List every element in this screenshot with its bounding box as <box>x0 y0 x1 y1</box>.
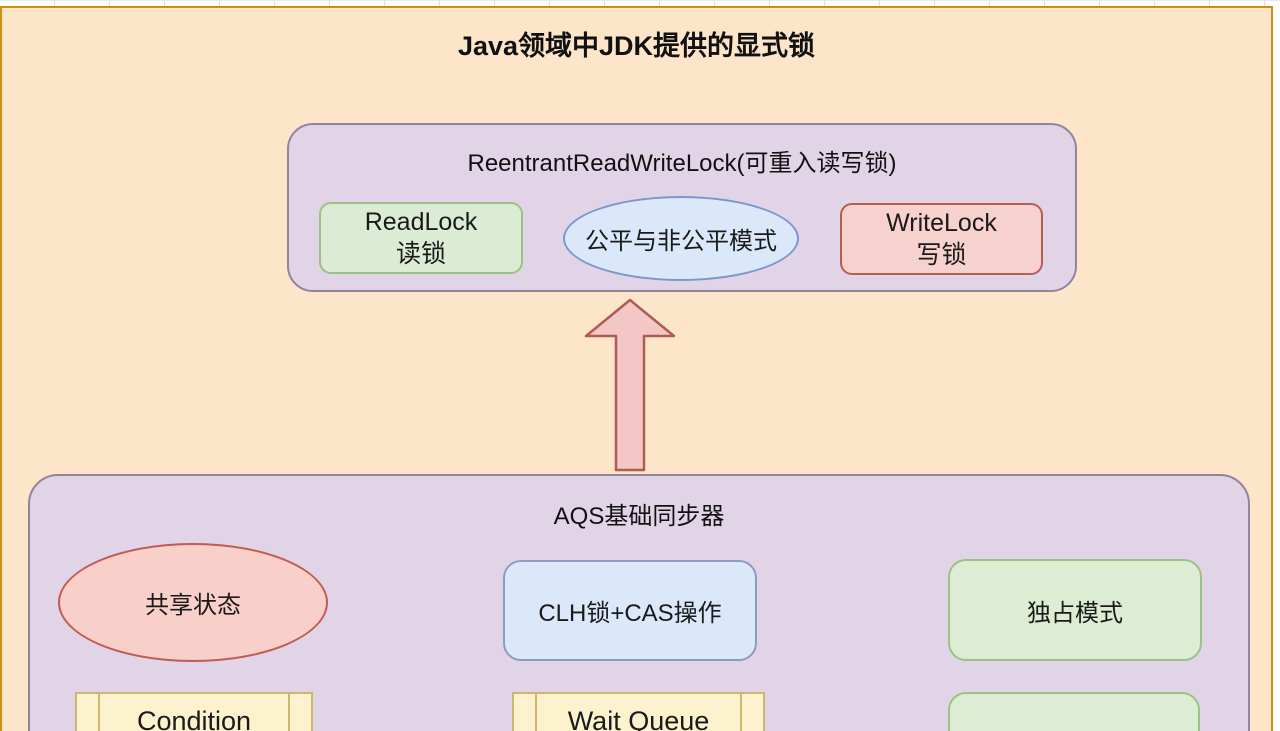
exclusive-mode-label: 独占模式 <box>1027 599 1123 627</box>
wait-queue-node: Wait Queue <box>512 692 765 731</box>
clh-cas-node: CLH锁+CAS操作 <box>503 560 757 661</box>
shared-state-ellipse: 共享状态 <box>58 543 328 662</box>
process-right-bar <box>288 694 290 731</box>
process-left-bar <box>535 694 537 731</box>
readlock-label-zh: 读锁 <box>395 240 446 268</box>
up-arrow-icon <box>584 298 676 472</box>
spreadsheet-grid-strip <box>0 0 1280 6</box>
writelock-label-en: WriteLock <box>886 208 997 237</box>
clh-cas-label: CLH锁+CAS操作 <box>538 600 722 627</box>
wait-queue-label: Wait Queue <box>567 706 710 731</box>
fair-mode-ellipse: 公平与非公平模式 <box>563 196 799 281</box>
condition-label: Condition <box>136 706 252 731</box>
process-right-bar <box>740 694 742 731</box>
writelock-node: WriteLock 写锁 <box>840 203 1043 275</box>
readlock-node: ReadLock 读锁 <box>319 202 523 274</box>
writelock-label-zh: 写锁 <box>916 241 967 269</box>
exclusive-mode-node: 独占模式 <box>948 559 1202 661</box>
fair-mode-label: 公平与非公平模式 <box>585 228 777 255</box>
process-left-bar <box>98 694 100 731</box>
reentrant-readwritelock-title: ReentrantReadWriteLock(可重入读写锁) <box>467 150 897 177</box>
shared-state-label: 共享状态 <box>145 592 241 619</box>
aqs-title: AQS基础同步器 <box>553 503 725 530</box>
bottom-green-node <box>948 692 1200 731</box>
page-title: Java领域中JDK提供的显式锁 <box>457 31 816 61</box>
readlock-label-en: ReadLock <box>364 207 478 236</box>
condition-node: Condition <box>75 692 313 731</box>
